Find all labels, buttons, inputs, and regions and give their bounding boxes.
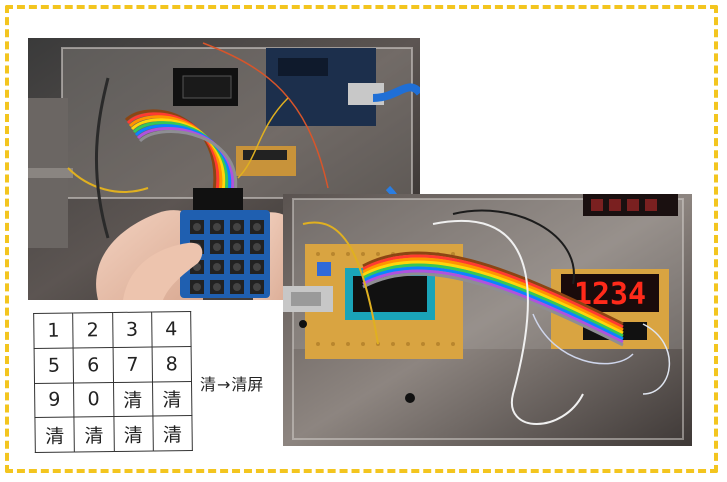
keypad-map-table: 1 2 3 4 5 6 7 8 9 0 清 清 清 清 清 清	[33, 311, 193, 453]
keypad-cell: 8	[151, 346, 192, 382]
keypad-cell: 3	[112, 312, 152, 348]
keypad-cell: 1	[33, 312, 74, 349]
note-action: 清屏	[231, 375, 264, 394]
keypad-cell: 5	[34, 347, 74, 383]
keypad-cell: 7	[112, 346, 153, 382]
keypad-cell: 0	[73, 382, 114, 418]
keypad-cell: 2	[72, 312, 113, 348]
dashed-frame	[5, 5, 718, 473]
keypad-map-sketch: 1 2 3 4 5 6 7 8 9 0 清 清 清 清 清 清	[33, 311, 196, 460]
keypad-cell: 清	[113, 381, 153, 417]
keypad-cell: 4	[151, 311, 192, 347]
keypad-cell: 清	[152, 415, 193, 452]
photo-keypad-arduino	[28, 38, 420, 300]
keypad-cell: 清	[74, 416, 114, 452]
keypad-cell: 9	[34, 382, 75, 418]
note-key: 清	[200, 375, 217, 394]
keypad-cell: 6	[73, 347, 113, 383]
arrow-right-icon: →	[217, 375, 231, 394]
clear-key-note: 清→清屏	[200, 371, 263, 395]
keypad-cell: 清	[152, 381, 192, 417]
keypad-cell: 清	[113, 416, 154, 452]
keypad-cell: 清	[34, 417, 75, 453]
photo-display-board: 1234	[283, 194, 692, 446]
